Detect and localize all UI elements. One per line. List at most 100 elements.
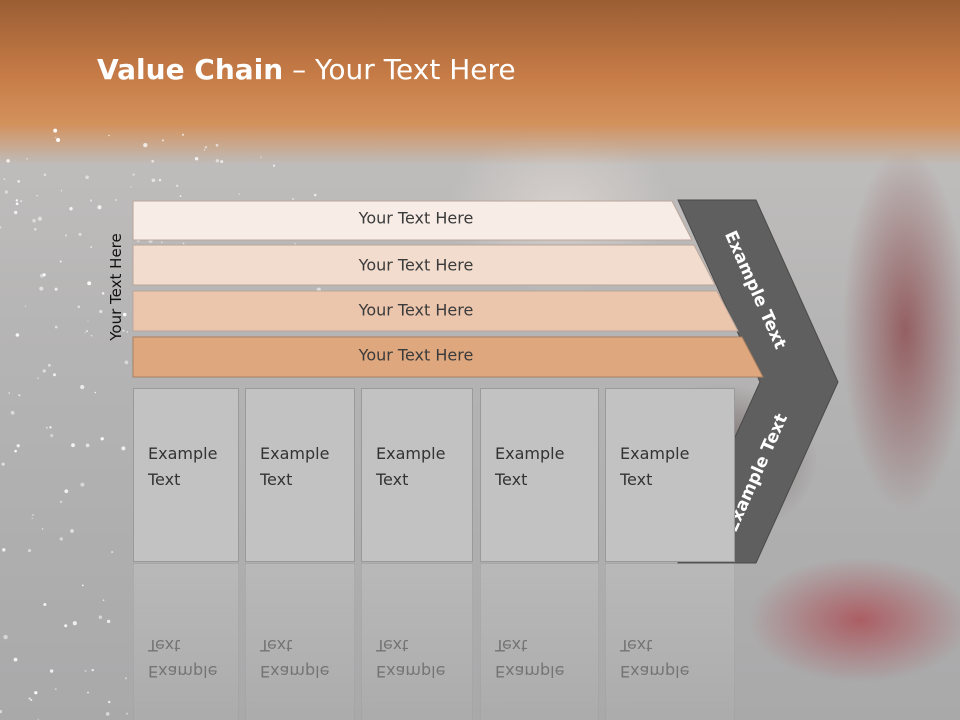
sparkle-dot	[37, 216, 43, 221]
sparkle-dot	[125, 712, 129, 715]
title-band	[0, 0, 960, 165]
sparkle-dot	[238, 193, 240, 195]
sparkle-dot	[182, 242, 185, 245]
activity-box: Example Text	[133, 388, 239, 562]
sparkle-dot	[59, 537, 63, 541]
sparkle-dot	[32, 218, 36, 223]
sparkle-dot	[161, 139, 165, 142]
activity-box-line2: Text	[148, 470, 181, 489]
reflected-box: Example Text	[361, 563, 473, 720]
sparkle-dot	[161, 241, 163, 243]
sparkle-dot	[59, 500, 63, 504]
sparkle-dot	[4, 190, 8, 194]
chevron-shape	[677, 199, 839, 564]
reflected-line2: Text	[495, 636, 528, 655]
activity-bar: Your Text Here	[132, 200, 693, 241]
activity-box-line1: Example	[495, 444, 565, 463]
diagram-reflection: Example Text Example Text Example Text Exam…	[0, 563, 960, 720]
sparkle-dot	[122, 312, 127, 317]
sparkle-dot	[15, 333, 20, 337]
sparkle-dot	[18, 394, 21, 397]
sparkle-dot	[54, 688, 57, 690]
reflected-line1: Example	[148, 662, 218, 681]
activity-bar: Your Text Here	[132, 244, 716, 286]
sparkle-dot	[64, 234, 68, 237]
activity-box: Example Text	[245, 388, 355, 562]
sparkle-dot	[31, 517, 33, 520]
sparkle-dot	[272, 164, 276, 167]
sparkle-dot	[15, 202, 19, 206]
activity-box: Example Text	[605, 388, 735, 562]
sparkle-dot	[122, 329, 125, 332]
sparkle-dot	[181, 133, 185, 136]
sparkle-dot	[215, 143, 219, 147]
sparkle-dot	[121, 446, 126, 451]
reflected-line2: Text	[376, 636, 409, 655]
sparkle-dot	[36, 194, 38, 197]
sparkle-dot	[70, 529, 74, 533]
sparkle-dot	[71, 443, 75, 448]
sparkle-dot	[126, 331, 129, 333]
activity-bars: Your Text Here Your Text Here Your Text …	[132, 200, 764, 378]
sparkle-dot	[158, 178, 162, 182]
sparkle-dot	[54, 287, 58, 291]
reflected-line1: Example	[260, 662, 330, 681]
slide-title: Value Chain – Your Text Here	[97, 53, 516, 86]
sparkle-dot	[0, 710, 3, 714]
sparkle-dot	[47, 363, 51, 367]
activity-box-line2: Text	[620, 470, 653, 489]
reflected-line1: Example	[495, 662, 565, 681]
activity-box-line1: Example	[376, 444, 446, 463]
sparkle-dot	[124, 360, 129, 365]
activity-bar-label: Your Text Here	[358, 346, 474, 365]
sparkle-dot	[16, 444, 20, 448]
reflected-line2: Text	[148, 636, 181, 655]
activity-box: Example Text	[480, 388, 599, 562]
sparkle-dot	[80, 385, 85, 390]
reflected-line1: Example	[376, 662, 446, 681]
sparkle-dot	[64, 624, 68, 628]
sparkle-dot	[194, 157, 199, 161]
sparkle-dot	[52, 373, 57, 377]
sparkle-dot	[77, 305, 81, 309]
activity-bar-shape	[132, 244, 716, 286]
sparkle-dot	[60, 190, 63, 192]
sparkle-dot	[10, 410, 15, 415]
activity-bar-label: Your Text Here	[358, 209, 474, 228]
sparkle-dot	[26, 157, 28, 160]
sparkle-dot	[20, 200, 23, 203]
title-rest: – Your Text Here	[283, 53, 516, 86]
sparkle-dot	[179, 195, 182, 197]
activity-box-line2: Text	[260, 470, 293, 489]
title-bold: Value Chain	[97, 53, 284, 86]
sparkle-dot	[203, 149, 206, 151]
sparkle-dot	[43, 603, 47, 606]
sparkle-dot	[176, 184, 179, 187]
sparkle-dot	[49, 426, 52, 429]
sparkle-dot	[107, 700, 111, 704]
sparkle-dot	[151, 159, 155, 163]
sparkle-dot	[97, 205, 102, 210]
sparkle-dot	[43, 173, 47, 177]
sparkle-dot	[64, 489, 69, 494]
sparkle-dot	[130, 186, 132, 188]
sparkle-dot	[292, 197, 295, 200]
sparkle-dot	[87, 281, 92, 286]
sparkle-dot	[313, 193, 317, 197]
sparkle-dot	[85, 175, 89, 180]
sparkle-dot	[90, 334, 93, 337]
sparkle-dot	[0, 226, 2, 229]
sparkle-dot	[78, 232, 82, 236]
sparkle-dot	[294, 242, 296, 245]
sparkle-dot	[42, 369, 46, 373]
sparkle-dot	[45, 426, 48, 429]
sparkle-dot	[1, 462, 5, 466]
sparkle-dot	[108, 134, 110, 137]
sparkle-dot	[143, 142, 148, 148]
sparkle-dot	[260, 156, 262, 159]
sparkle-dot	[86, 330, 88, 333]
activity-bar-label: Your Text Here	[358, 301, 474, 320]
sparkle-dot	[14, 210, 18, 215]
